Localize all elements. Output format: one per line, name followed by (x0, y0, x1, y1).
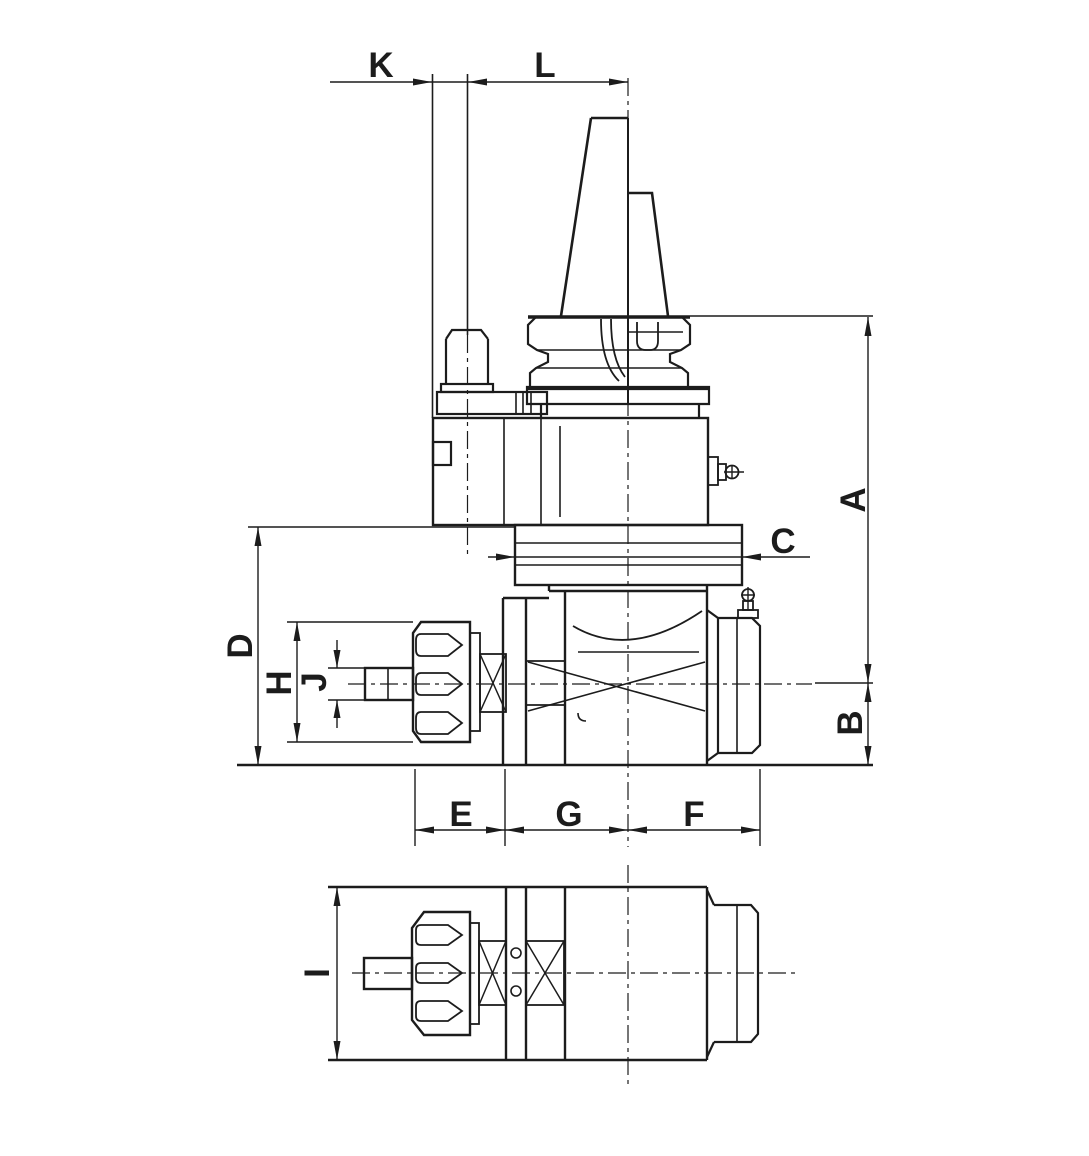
taper-shank (559, 116, 670, 403)
centerlines (348, 78, 812, 1085)
spindle-housing (501, 585, 709, 765)
dim-label-c: C (770, 522, 795, 561)
collet-nut-side (363, 620, 507, 744)
dim-label-a: A (834, 487, 873, 512)
bearing-cap-side (706, 609, 762, 762)
dim-label-h: H (260, 670, 299, 695)
dim-label-l: L (534, 46, 555, 85)
locating-pin-assembly (431, 328, 549, 467)
dimension-lines (237, 74, 873, 1060)
v-flange (525, 315, 711, 418)
side-view (363, 116, 762, 765)
upper-housing (431, 416, 710, 527)
dimension-arrowheads (254, 78, 872, 1060)
dim-label-i: I (298, 968, 337, 978)
dim-label-k: K (368, 46, 393, 85)
dim-label-j: J (295, 672, 334, 691)
dim-label-b: B (831, 710, 870, 735)
dim-label-d: D (221, 633, 260, 658)
grease-nipple-side-icon (707, 456, 744, 486)
dim-label-f: F (683, 795, 704, 834)
dim-label-e: E (449, 795, 472, 834)
side-clamp-block (431, 440, 453, 467)
dim-label-g: G (555, 795, 582, 834)
grease-nipple-cap-icon (737, 587, 759, 619)
